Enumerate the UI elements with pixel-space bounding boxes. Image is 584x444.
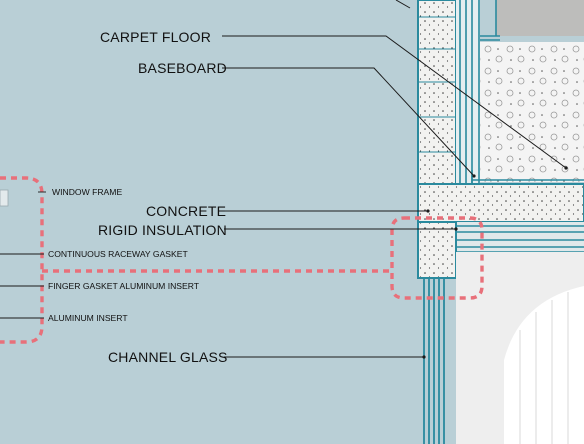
- insulated-fill-pattern: [480, 42, 584, 182]
- window-frame-stub: [0, 189, 9, 207]
- label-continuous-raceway-gasket: CONTINUOUS RACEWAY GASKET: [48, 249, 188, 259]
- channel-glass: [423, 278, 445, 444]
- label-aluminum-insert: ALUMINUM INSERT: [48, 313, 128, 323]
- concrete-slab-pattern: [418, 184, 584, 222]
- stone-block: [496, 0, 584, 36]
- leader-lines: [222, 0, 567, 358]
- block-courses: [418, 16, 456, 153]
- arched-opening: [504, 286, 584, 444]
- label-concrete: CONCRETE: [146, 203, 227, 219]
- left-leader-lines: [0, 191, 46, 319]
- concrete-wall-pattern: [418, 0, 456, 186]
- label-carpet-floor: CARPET FLOOR: [100, 29, 212, 45]
- label-finger-gasket-aluminum-insert: FINGER GASKET ALUMINUM INSERT: [48, 281, 200, 291]
- label-channel-glass: CHANNEL GLASS: [108, 349, 228, 365]
- label-window-frame: WINDOW FRAME: [52, 187, 123, 197]
- label-rigid-insulation: RIGID INSULATION: [98, 222, 227, 238]
- label-baseboard: BASEBOARD: [138, 60, 227, 76]
- dashed-highlight: [0, 176, 484, 344]
